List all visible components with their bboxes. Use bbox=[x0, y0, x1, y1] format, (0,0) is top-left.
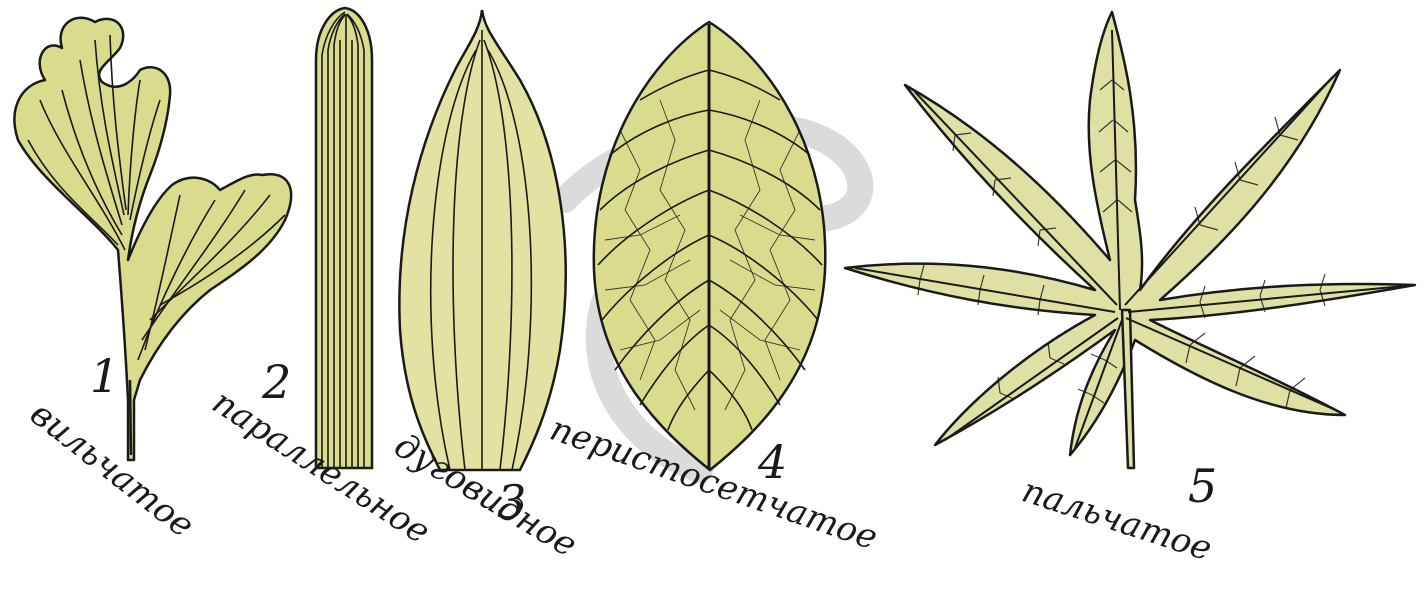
leaf-5-label: пальчатое bbox=[1017, 471, 1216, 570]
leaf-5-number: 5 bbox=[1188, 459, 1217, 513]
leaf-1-dichotomous bbox=[14, 18, 291, 460]
leaf-5-palmate bbox=[845, 12, 1415, 468]
leaf-1-number: 1 bbox=[90, 349, 119, 403]
leaf-3-arcuate bbox=[399, 10, 565, 470]
leaf-1-label: вильчатое bbox=[22, 394, 201, 546]
leaf-2-parallel bbox=[316, 8, 372, 468]
leaf-2-number: 2 bbox=[261, 355, 291, 409]
